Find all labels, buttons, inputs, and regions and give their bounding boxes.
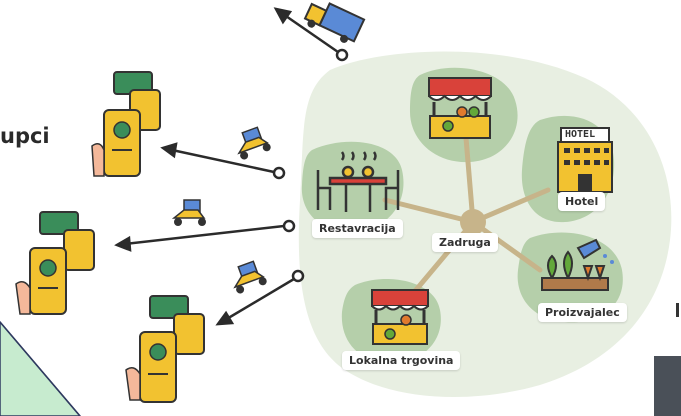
truck-icon (303, 2, 366, 43)
scooter-icon-3 (233, 260, 267, 294)
producer-icon (541, 238, 614, 291)
restaurant-bubble (301, 141, 404, 232)
hotel-label: Hotel (558, 192, 606, 211)
market-stall-icon (428, 77, 492, 139)
right-edge-mark (676, 303, 679, 317)
local-shop-label: Lokalna trgovina (342, 351, 461, 370)
hotel-sign-text: HOTEL (565, 129, 596, 140)
hotel-icon (557, 127, 613, 193)
hub-label: Zadruga (432, 233, 498, 252)
restaurant-label: Restavracija (312, 219, 403, 238)
market-stall-bottom-icon (371, 289, 429, 345)
phone-payment-icon-1 (91, 71, 161, 177)
scooter-icon-1 (237, 126, 271, 160)
phone-payment-icon-3 (125, 295, 205, 403)
delivery-arrows (114, 7, 349, 326)
side-heading-text: upci (0, 124, 50, 148)
scooter-icon-2 (171, 199, 206, 226)
phone-payment-icon-2 (15, 211, 95, 315)
right-edge-photo (654, 356, 681, 416)
producer-label: Proizvajalec (538, 303, 627, 322)
hub-node (460, 209, 486, 235)
restaurant-icon (316, 151, 400, 212)
